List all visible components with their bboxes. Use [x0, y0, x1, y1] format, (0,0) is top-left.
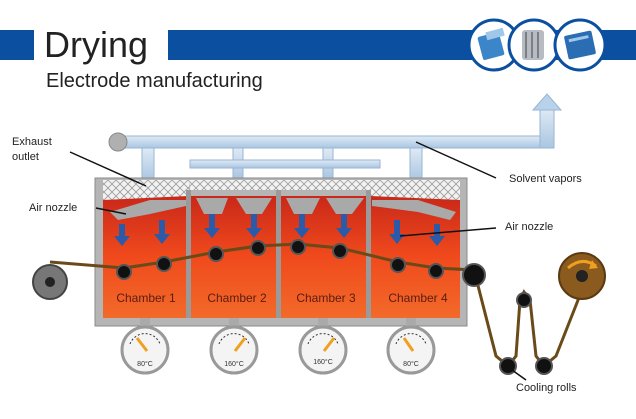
unwind-roll — [32, 264, 68, 300]
gauge-4-temp: 80°C — [403, 360, 419, 368]
air-flow-arrows — [114, 214, 445, 246]
gauge-3-temp: 160°C — [313, 358, 333, 366]
temperature-gauge-4: 80°C — [386, 318, 436, 375]
oven-housing — [94, 177, 468, 327]
gauge-2-temp: 160°C — [224, 360, 244, 368]
prismatic-cell-icon — [553, 18, 607, 72]
cylindrical-cell-icon — [507, 18, 561, 72]
rewind-roll — [558, 252, 606, 300]
header-band-left — [0, 30, 34, 60]
chamber-1-label: Chamber 1 — [116, 291, 176, 305]
exhaust-outlet-line-2: outlet — [12, 151, 39, 163]
page-title: Drying — [44, 24, 149, 65]
page-subtitle: Electrode manufacturing — [46, 70, 263, 92]
cooling-rolls-label: Cooling rolls — [516, 382, 577, 394]
temperature-gauge-1: 80°C — [120, 318, 170, 375]
exhaust-pipes — [108, 93, 563, 181]
guide-rollers — [116, 239, 486, 287]
exhaust-outlet-label: Exhaust outlet — [12, 136, 55, 163]
cooling-rolls — [499, 292, 553, 375]
air-nozzle-left-label: Air nozzle — [29, 202, 77, 214]
temperature-gauge-2: 160°C — [209, 318, 259, 375]
chamber-2-label: Chamber 2 — [207, 291, 267, 305]
gauge-1-temp: 80°C — [137, 360, 153, 368]
chamber-3-label: Chamber 3 — [296, 291, 356, 305]
exhaust-outlet-line-1: Exhaust — [12, 136, 52, 148]
chamber-4-label: Chamber 4 — [388, 291, 448, 305]
callout-lines — [69, 141, 527, 381]
temperature-gauge-3: 160°C — [298, 318, 348, 375]
solvent-vapors-label: Solvent vapors — [509, 173, 582, 185]
air-nozzle-right-label: Air nozzle — [505, 221, 553, 233]
